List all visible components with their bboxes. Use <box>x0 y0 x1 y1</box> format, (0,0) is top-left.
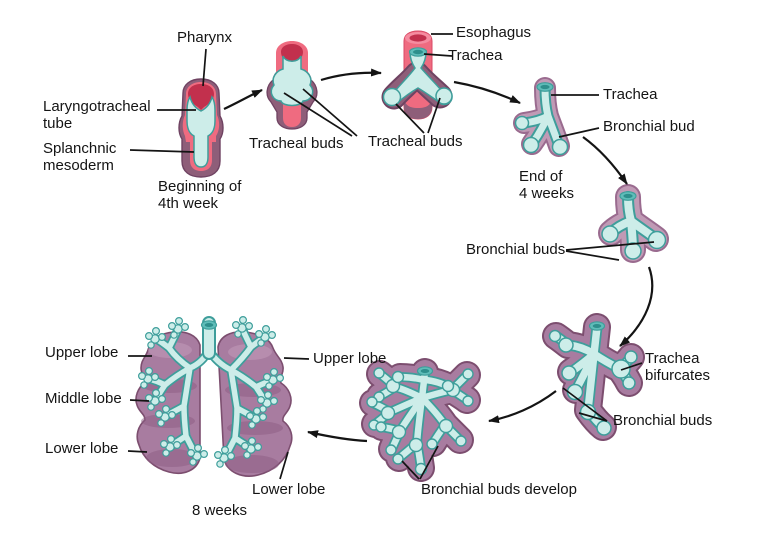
label-lower-lobe-left: Lower lobe <box>45 440 119 457</box>
stage3-esophagus-trachea-figure <box>381 30 453 120</box>
label-trachea-bifurcates: Trachea bifurcates <box>645 350 711 384</box>
stage2-tracheal-buds-figure <box>266 41 318 130</box>
label-laryngotracheal-tube: Laryngotracheal tube <box>43 98 151 132</box>
label-trachea-stage3: Trachea <box>448 47 503 64</box>
label-bronchial-buds-stage6: Bronchial buds <box>613 412 713 429</box>
label-lower-lobe-right: Lower lobe <box>252 481 326 498</box>
label-tracheal-buds-stage2: Tracheal buds <box>249 135 344 152</box>
tracheal-bud-bulge <box>270 55 314 107</box>
pharynx-opening <box>188 84 214 110</box>
arrow-stage6-to-stage7 <box>488 390 557 424</box>
label-upper-lobe-left: Upper lobe <box>45 344 119 361</box>
label-pharynx: Pharynx <box>177 29 233 46</box>
label-middle-lobe: Middle lobe <box>45 390 122 407</box>
label-tracheal-buds-stage3: Tracheal buds <box>368 133 463 150</box>
arrow-stage3-to-stage4 <box>453 80 521 104</box>
label-end-of-4-weeks: End of 4 weeks <box>519 168 575 202</box>
arrow-stage5-to-stage6 <box>619 266 654 347</box>
arrow-stage7-to-stage8 <box>307 430 368 443</box>
label-trachea-stage4: Trachea <box>603 86 658 103</box>
arrow-stage4-to-stage5 <box>582 136 628 185</box>
label-bronchial-buds-stage5: Bronchial buds <box>466 241 566 258</box>
stage8-lungs-figure <box>135 316 293 477</box>
label-esophagus: Esophagus <box>456 24 532 41</box>
label-bronchial-buds-develop: Bronchial buds develop <box>421 481 577 498</box>
stage1-laryngotracheal-tube-figure <box>178 78 224 178</box>
stage5-bronchial-buds-figure <box>602 192 666 259</box>
stage7-bronchial-buds-develop-figure <box>367 367 473 475</box>
label-eight-weeks: 8 weeks <box>192 502 248 519</box>
flow-arrows <box>223 68 654 443</box>
label-beginning-4th-week: Beginning of 4th week <box>158 178 242 212</box>
arrow-stage2-to-stage3 <box>320 68 382 82</box>
label-bronchial-bud: Bronchial bud <box>603 118 695 135</box>
arrow-stage1-to-stage2 <box>223 89 263 110</box>
stage4-bronchial-bud-figure <box>516 83 568 155</box>
label-splanchnic-mesoderm: Splanchnic mesoderm <box>43 140 117 174</box>
laryngotracheal-tube-shape <box>186 95 216 168</box>
label-leader-lines <box>127 33 655 480</box>
stage6-trachea-bifurcates-figure <box>550 322 638 435</box>
label-upper-lobe-right: Upper lobe <box>313 350 387 367</box>
